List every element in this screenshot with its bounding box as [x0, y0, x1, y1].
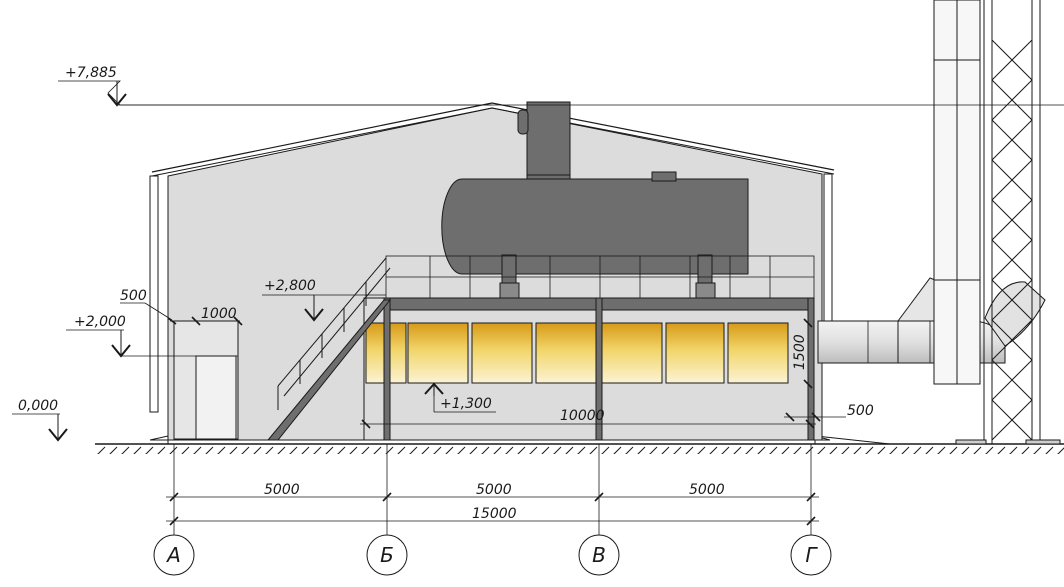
dimension-window-height-label: 1500: [792, 334, 808, 370]
elevation-window-sill-label: +1,300: [440, 396, 492, 412]
dimension-door-width-label: 1000: [201, 306, 237, 322]
container-windows: [365, 322, 789, 384]
dimension-container-length-label: 10000: [560, 408, 605, 424]
axis-bubble-a: А: [153, 534, 195, 576]
span-3-label: 5000: [689, 482, 725, 498]
axis-bubble-v: В: [578, 534, 620, 576]
total-length-label: 15000: [472, 506, 517, 522]
elevation-floor-label: 0,000: [18, 398, 58, 414]
axis-label-g: Г: [805, 543, 818, 567]
stair: [266, 257, 392, 441]
dimension-duct-offset-label: 500: [847, 403, 874, 419]
fuel-tank: [441, 171, 749, 299]
axis-bubble-b: Б: [366, 534, 408, 576]
axis-label-v: В: [592, 543, 606, 567]
chimney-tower: [933, 0, 1061, 445]
elevation-stair-top-label: +2,800: [264, 278, 316, 294]
elevation-floor: 0,000: [12, 398, 68, 442]
elevation-roof-top-label: +7,885: [65, 65, 117, 81]
downpipe-left: [149, 175, 159, 413]
dimension-window-height: 1500: [792, 315, 813, 392]
span-1-label: 5000: [264, 482, 300, 498]
door: [173, 320, 239, 440]
exhaust-duct: [817, 277, 1046, 364]
dimension-door-width: 1000: [170, 306, 243, 326]
dimension-container-length: 10000: [360, 408, 816, 429]
grid-dimension-lines: [166, 444, 819, 536]
axis-label-b: Б: [380, 543, 394, 567]
axis-label-a: А: [165, 543, 181, 567]
elevation-door-top-label: +2,000: [74, 314, 126, 330]
elevation-roof-top: +7,885: [58, 65, 1064, 107]
elevation-window-sill: +1,300: [424, 382, 496, 413]
dimension-door-offset-label: 500: [120, 288, 147, 304]
dimension-duct-offset: 500: [784, 403, 874, 422]
elevation-door-top: +2,000: [66, 314, 238, 358]
downpipe-right: [823, 173, 833, 337]
axis-bubble-g: Г: [790, 534, 832, 576]
elevation-stair-top: +2,800: [262, 278, 386, 322]
span-2-label: 5000: [476, 482, 512, 498]
